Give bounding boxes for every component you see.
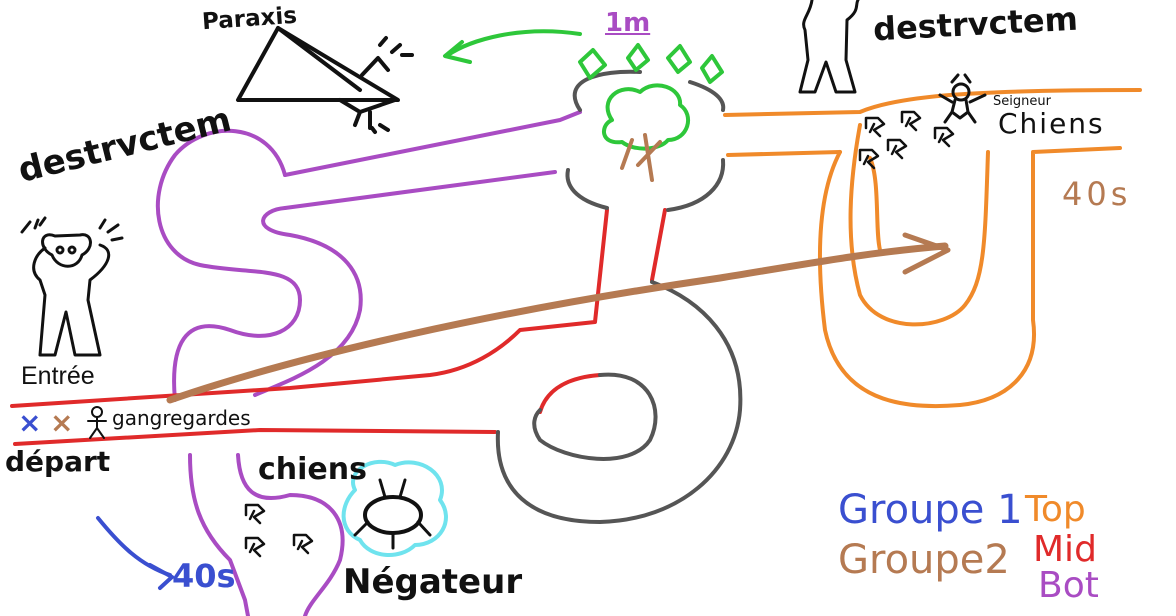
- dogs-top-icon: [858, 110, 955, 170]
- groupe1-arrow: [96, 516, 174, 590]
- legend-groupe1: Groupe 1: [838, 487, 1023, 533]
- legend-bot: Bot: [1038, 565, 1099, 606]
- legend-mid: Mid: [1033, 529, 1097, 570]
- gray-corridor: [495, 69, 743, 524]
- start-marker-groupe2: ×: [50, 406, 74, 439]
- groupe2-arrow: [166, 232, 951, 404]
- label-chiens-top: Chiens: [998, 107, 1105, 140]
- gangregarde-icon: [87, 406, 107, 439]
- legend-top: Top: [1025, 489, 1086, 530]
- dogs-bottom-icon: [244, 503, 314, 558]
- destructeur-left-icon: [20, 216, 124, 357]
- label-entree: Entrée: [21, 362, 95, 390]
- green-crystals: [578, 43, 724, 84]
- paraxis-icon: [236, 26, 414, 134]
- start-marker-groupe1: ×: [18, 406, 42, 439]
- label-chiens-bottom: chiens: [258, 452, 367, 487]
- label-gangregardes: gangregardes: [112, 406, 251, 430]
- label-timer-1m: 1m: [605, 8, 651, 38]
- bot-corridor: [155, 110, 582, 616]
- label-seigneur: Seigneur: [993, 94, 1051, 109]
- negateur-icon: [341, 459, 448, 558]
- label-depart: départ: [5, 445, 111, 478]
- destructeur-top-icon: [798, 0, 860, 94]
- green-arrow: [443, 29, 582, 64]
- label-negateur: Négateur: [343, 562, 523, 602]
- label-timer-40s-bottom: 40s: [172, 557, 236, 595]
- legend-groupe2: Groupe2: [838, 537, 1010, 583]
- label-timer-40s-right: 40s: [1062, 175, 1132, 213]
- label-destructeur-top: destrvctem: [872, 0, 1079, 49]
- seigneur-chiens-icon: [938, 73, 987, 124]
- tree-icon: [602, 83, 691, 182]
- mid-corridor: [10, 208, 667, 446]
